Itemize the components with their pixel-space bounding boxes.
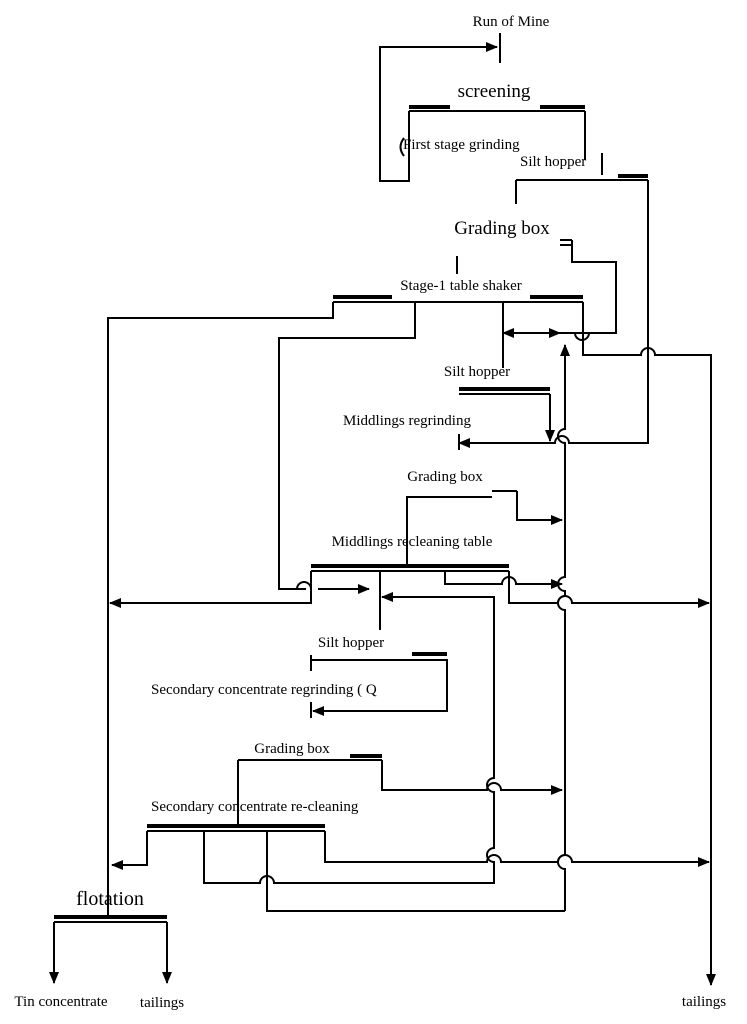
- recleaning-middle-right: [444, 571, 563, 589]
- grading-box-1-overflow: [571, 240, 617, 334]
- grading-box-2-overflow: [516, 491, 563, 525]
- grading-box-3-overflow: [381, 760, 563, 795]
- label-grading-box-1: Grading box: [454, 218, 550, 239]
- grading-box-1-bar: [560, 239, 572, 246]
- label-stage1-table-shaker: Stage-1 table shaker: [400, 278, 522, 294]
- label-silt-hopper-1: Silt hopper: [520, 154, 586, 170]
- equipment-bars: [54, 105, 648, 923]
- recleaning-concentrate-left: [109, 589, 312, 608]
- silt-hopper-1-overflow: [458, 180, 649, 448]
- label-grading-box-3: Grading box: [254, 741, 330, 757]
- secondary-concentrate-left: [111, 831, 148, 870]
- grinding-circle-mark: [399, 137, 405, 157]
- label-tailings-right: tailings: [682, 994, 726, 1010]
- stage1-concentrate-to-flotation: [107, 302, 334, 917]
- label-screening: screening: [458, 81, 531, 102]
- label-tin-concentrate: Tin concentrate: [14, 994, 108, 1010]
- label-middlings-regrinding: Middlings regrinding: [343, 413, 471, 429]
- label-silt-hopper-3: Silt hopper: [318, 635, 384, 651]
- secondary-return-to-table: [381, 592, 495, 870]
- label-middlings-recleaning-table: Middlings recleaning table: [332, 534, 493, 550]
- label-secondary-concentrate-recleaning: Secondary concentrate re-cleaning: [151, 799, 359, 815]
- label-flotation: flotation: [76, 888, 144, 910]
- main-riser: [557, 344, 570, 911]
- secondary-tailings-right: [324, 831, 710, 867]
- recleaning-tailings-right: [508, 571, 710, 608]
- label-run-of-mine: Run of Mine: [473, 14, 550, 30]
- recleaning-left-loop: [296, 571, 312, 590]
- stage1-middlings-down: [278, 302, 416, 590]
- secondary-bottom-loop: [266, 831, 565, 912]
- label-secondary-concentrate-regrinding: Secondary concentrate regrinding ( Q: [151, 682, 377, 698]
- stage1-tailings: [582, 302, 716, 986]
- label-tailings-left: tailings: [140, 995, 184, 1011]
- secondary-middle-loop: [203, 831, 495, 884]
- flow-lines: [49, 33, 716, 986]
- label-silt-hopper-2: Silt hopper: [444, 364, 510, 380]
- grinding-return-loop: [379, 42, 498, 182]
- label-first-stage-grinding: First stage grinding: [403, 137, 520, 153]
- label-grading-box-2: Grading box: [407, 469, 483, 485]
- stage1-feed-line: [502, 302, 591, 341]
- grading-box-2-feed: [406, 496, 492, 520]
